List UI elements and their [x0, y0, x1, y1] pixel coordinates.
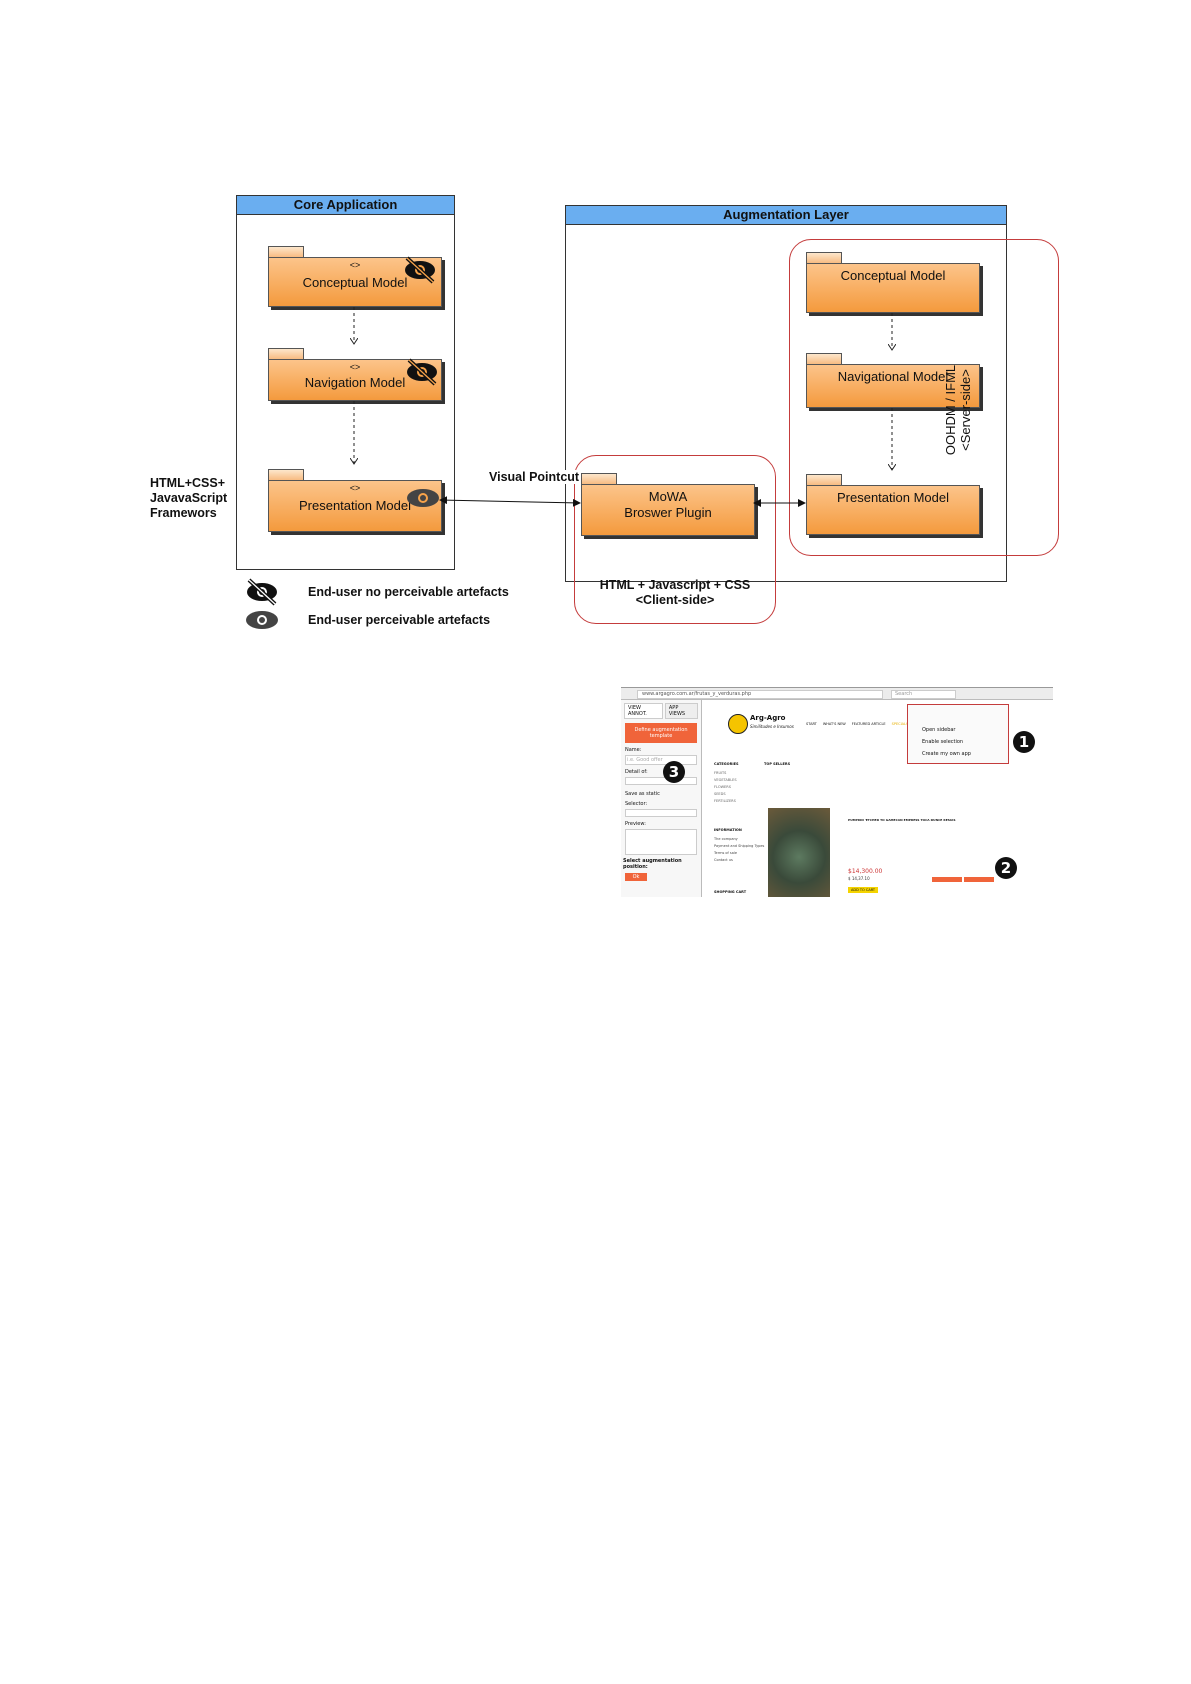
augmentation-layer-title: Augmentation Layer — [565, 205, 1007, 225]
package-label: Presentation Model — [298, 498, 411, 513]
mowa-sidebar: VIEW ANNOT. APP VIEWS Define augmentatio… — [621, 700, 702, 897]
category-item[interactable]: VEGETABLES — [714, 778, 737, 782]
package-label: Navigation Model — [304, 375, 406, 390]
tab-app-views[interactable]: APP VIEWS — [664, 703, 698, 719]
package-label: Conceptual Model — [840, 268, 946, 283]
plugin-line2: Broswer Plugin — [624, 505, 712, 520]
selector-label: Selector: — [625, 801, 648, 807]
selector-select[interactable] — [625, 809, 697, 817]
aug-navigational-model: Navigational Model — [806, 364, 980, 408]
name-input[interactable]: i.e. Good offer — [625, 755, 697, 765]
product-price: $14,300.00 — [848, 868, 883, 875]
side-label-line: JavavaScript — [150, 491, 228, 505]
info-item[interactable]: Terms of sale — [714, 851, 737, 855]
client-side-label: HTML + Javascript + CSS <Client-side> — [590, 578, 760, 608]
sidebar-tabs: VIEW ANNOT. APP VIEWS — [624, 703, 698, 719]
package-label: Navigational Model — [837, 369, 949, 384]
info-item[interactable]: Contact us — [714, 858, 733, 862]
diagram-connectors — [246, 256, 1191, 629]
aug-presentation-model: Presentation Model — [806, 485, 980, 535]
categories-title: CATEGORIES — [714, 762, 739, 766]
menu-item-create-app[interactable]: Create my own app — [922, 751, 971, 757]
site-logo — [728, 714, 748, 734]
augment-button[interactable] — [932, 877, 962, 882]
nav-item[interactable]: FEATURED ARTICLE — [851, 722, 886, 726]
server-sublabel: <Server-side> — [958, 369, 973, 451]
aug-conceptual-model: Conceptual Model — [806, 263, 980, 313]
core-application-title: Core Application — [236, 195, 455, 215]
client-label: HTML + Javascript + CSS — [599, 578, 751, 592]
top-sellers-title: TOP SELLERS — [764, 762, 791, 766]
plugin-line1: MoWA — [648, 489, 688, 504]
info-list: The company Payment and Shipping Types T… — [714, 836, 764, 864]
detail-label: Detail of: — [625, 769, 648, 775]
menu-item-enable-selection[interactable]: Enable selection — [922, 739, 964, 745]
mowa-plugin-package: MoWA Broswer Plugin — [581, 484, 755, 536]
category-item[interactable]: SEEDS — [714, 792, 726, 796]
product-title: PUMPKIN 'ETCHED TO GAMECAN EMPRESS TOCA … — [848, 818, 956, 822]
augment-button[interactable] — [964, 877, 994, 882]
browser-screenshot: www.argagro.com.ar/frutas_y_verduras.php… — [621, 687, 1053, 897]
eye-icon — [407, 489, 439, 507]
legend-visible-label: End-user perceivable artefacts — [308, 613, 491, 627]
package-label: Conceptual Model — [302, 275, 408, 290]
eye-slash-icon — [405, 256, 435, 284]
ok-button[interactable]: Ok — [625, 873, 647, 881]
callout-2: 2 — [995, 857, 1017, 879]
package-tab — [581, 473, 617, 485]
preview-label: Preview: — [625, 821, 646, 827]
define-template-button[interactable]: Define augmentation template — [625, 723, 697, 743]
search-box[interactable]: Search — [891, 690, 956, 699]
preview-box — [625, 829, 697, 855]
package-tab — [268, 348, 304, 360]
product-image — [768, 808, 830, 897]
category-item[interactable]: FERTILIZERS — [714, 799, 736, 803]
extension-menu: Open sidebar Enable selection Create my … — [907, 704, 1009, 764]
info-title: INFORMATION — [714, 828, 742, 832]
package-tab — [268, 469, 304, 481]
server-label: OOHDM / IFML — [943, 364, 958, 456]
add-to-cart-button[interactable]: ADD TO CART — [848, 887, 879, 893]
callout-1: 1 — [1013, 731, 1035, 753]
save-static-checkbox[interactable]: Save as static — [625, 791, 660, 797]
detail-input[interactable] — [625, 777, 697, 785]
category-item[interactable]: FRUITS — [714, 771, 727, 775]
position-label: Select augmentation position: — [623, 858, 682, 870]
package-tab — [806, 353, 842, 365]
server-side-group — [789, 239, 1059, 556]
nav-item[interactable]: WHAT'S NEW — [822, 722, 846, 726]
callout-3: 3 — [663, 761, 685, 783]
nav-item[interactable]: SPECIALS — [891, 722, 909, 726]
info-item[interactable]: The company — [714, 837, 738, 841]
address-bar[interactable]: www.argagro.com.ar/frutas_y_verduras.php — [637, 690, 883, 699]
site-tagline: Similitudes e Insumos — [750, 724, 794, 729]
nav-item[interactable]: START — [806, 722, 817, 726]
connector-label: Visual Pointcut — [489, 470, 580, 484]
side-label-line: Framewors — [150, 506, 217, 520]
side-label-line: HTML+CSS+ — [150, 476, 226, 490]
menu-item-open-sidebar[interactable]: Open sidebar — [922, 727, 956, 733]
augment-buttons — [932, 877, 994, 882]
package-tab — [268, 246, 304, 258]
server-side-label: OOHDM / IFML <Server-side> — [943, 330, 973, 490]
core-side-label: HTML+CSS+ JavavaScript Framewors — [150, 476, 227, 521]
browser-toolbar: www.argagro.com.ar/frutas_y_verduras.php… — [621, 688, 1053, 700]
tab-view-annot[interactable]: VIEW ANNOT. — [624, 703, 663, 719]
category-item[interactable]: FLOWERS — [714, 785, 731, 789]
site-brand: Arg-Agro — [750, 714, 786, 722]
legend-hidden-label: End-user no perceivable artefacts — [308, 585, 509, 599]
info-item[interactable]: Payment and Shipping Types — [714, 844, 765, 848]
name-label: Name: — [625, 747, 642, 753]
package-tab — [806, 474, 842, 486]
client-side-group — [574, 455, 776, 624]
product-price-secondary: $ 14,37.10 — [848, 876, 870, 881]
eye-icon — [246, 611, 278, 629]
client-sublabel: <Client-side> — [635, 593, 715, 607]
eye-slash-icon — [407, 358, 437, 386]
cart-title: SHOPPING CART — [714, 890, 747, 894]
eye-slash-icon — [247, 578, 277, 606]
package-label: Presentation Model — [836, 490, 949, 505]
package-tab — [806, 252, 842, 264]
categories-list: FRUITS VEGETABLES FLOWERS SEEDS FERTILIZ… — [714, 770, 737, 805]
